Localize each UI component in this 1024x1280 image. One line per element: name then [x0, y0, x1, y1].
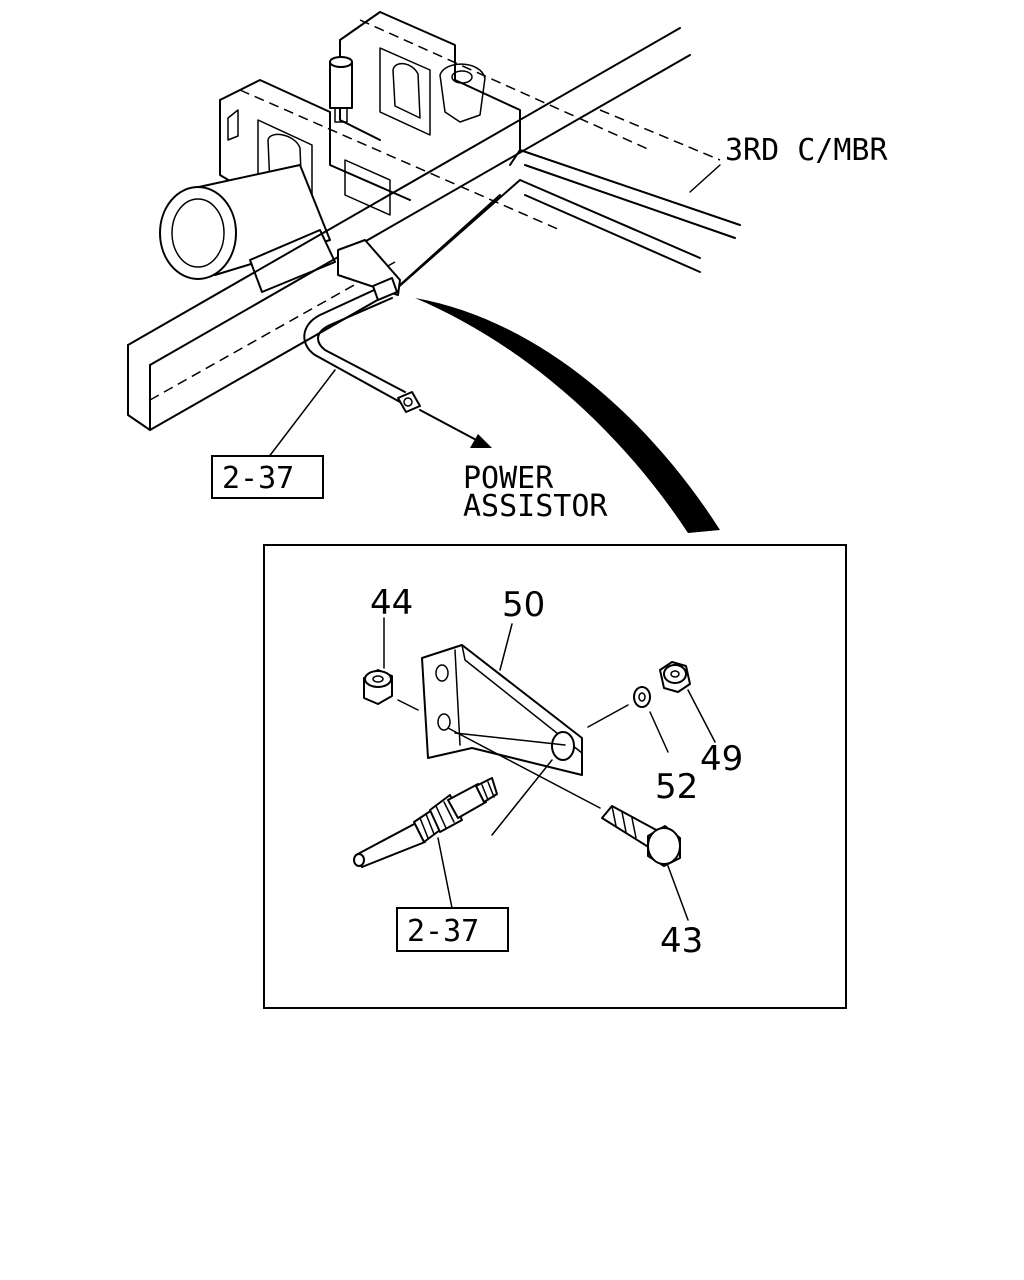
label-power: POWER	[463, 461, 554, 496]
bolt-43	[447, 727, 689, 921]
pipe-fitting-detail	[353, 732, 566, 909]
ref-pipe-detail: 2-37	[407, 914, 479, 949]
label-3rd-crossmember: 3RD C/MBR	[725, 133, 888, 168]
ref-pipe-top: 2-37	[222, 461, 294, 496]
callout-52: 52	[655, 767, 698, 807]
washer-52	[587, 686, 669, 753]
brake-pipe-top	[267, 277, 492, 459]
nut-44	[363, 617, 419, 711]
top-labels: 3RD C/MBR 2-37 POWER ASSISTOR	[211, 133, 888, 524]
leader-50	[499, 623, 513, 671]
nut-49	[659, 661, 716, 743]
label-assistor: ASSISTOR	[463, 489, 608, 524]
frame-illustration	[127, 11, 741, 431]
callout-44: 44	[370, 583, 413, 623]
callout-49: 49	[700, 739, 743, 779]
callout-50: 50	[502, 585, 545, 625]
detail-box: 44 50 52 49 43 2-37	[263, 544, 847, 1009]
detail-callout-curve	[415, 298, 720, 533]
callout-43: 43	[660, 921, 703, 961]
ref-box-top	[211, 455, 324, 499]
ref-box-detail	[396, 907, 509, 952]
